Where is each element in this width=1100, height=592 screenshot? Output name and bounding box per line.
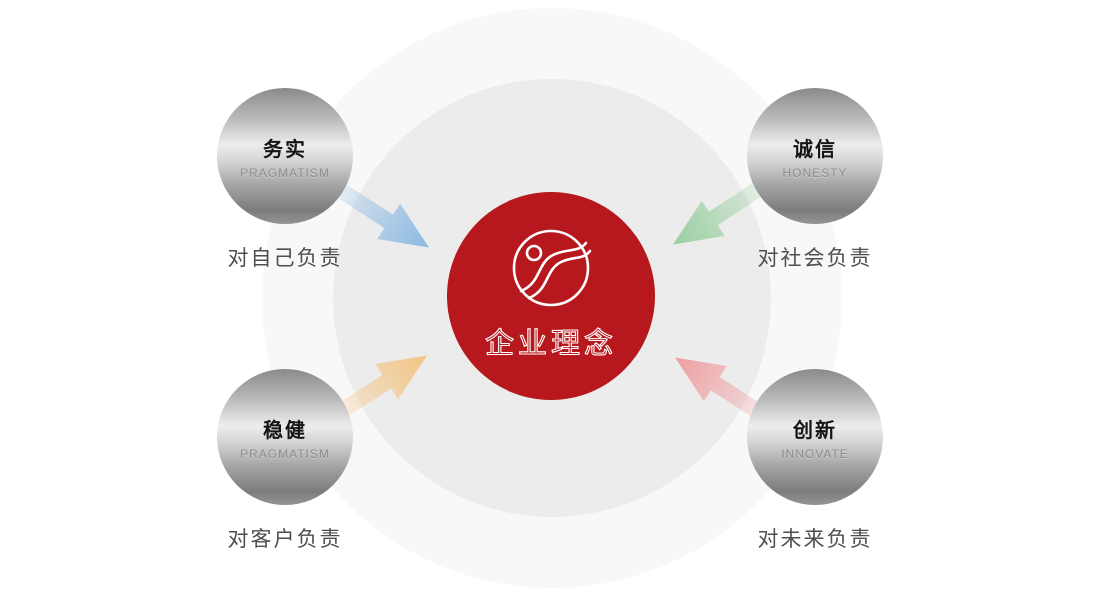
node-label-zh: 诚信 xyxy=(793,138,837,161)
node-caption: 对社会负责 xyxy=(757,247,873,270)
node-caption: 对客户负责 xyxy=(227,528,343,551)
node-steady: 稳健 PRAGMATISM 对客户负责 xyxy=(217,369,353,551)
node-label-zh: 务实 xyxy=(263,138,307,161)
node-label-zh: 创新 xyxy=(793,419,837,442)
node-caption: 对自己负责 xyxy=(227,247,343,270)
node-honesty: 诚信 HONESTY 对社会负责 xyxy=(747,88,883,270)
node-label-zh: 稳健 xyxy=(263,419,307,442)
node-honesty-circle: 诚信 HONESTY xyxy=(747,88,883,224)
circle-wave-emblem-icon xyxy=(512,229,592,307)
node-label-en: HONESTY xyxy=(782,165,848,180)
arrow-from-innovate xyxy=(675,357,776,427)
node-steady-circle: 稳健 PRAGMATISM xyxy=(217,369,353,505)
center-circle: 企业理念 xyxy=(447,192,655,400)
arrow-from-honesty xyxy=(673,175,774,245)
node-caption: 对未来负责 xyxy=(757,528,873,551)
arrow-from-pragmatism xyxy=(328,178,429,248)
arrow-from-steady xyxy=(326,355,427,425)
node-label-en: INNOVATE xyxy=(781,446,849,461)
center-title: 企业理念 xyxy=(485,327,617,360)
node-label-en: PRAGMATISM xyxy=(240,165,330,180)
center-emblem-svg: 企业理念 xyxy=(484,229,617,361)
node-label-en: PRAGMATISM xyxy=(240,446,330,461)
node-pragmatism-circle: 务实 PRAGMATISM xyxy=(217,88,353,224)
node-pragmatism: 务实 PRAGMATISM 对自己负责 xyxy=(217,88,353,270)
node-innovate-circle: 创新 INNOVATE xyxy=(747,369,883,505)
node-innovate: 创新 INNOVATE 对未来负责 xyxy=(747,369,883,551)
